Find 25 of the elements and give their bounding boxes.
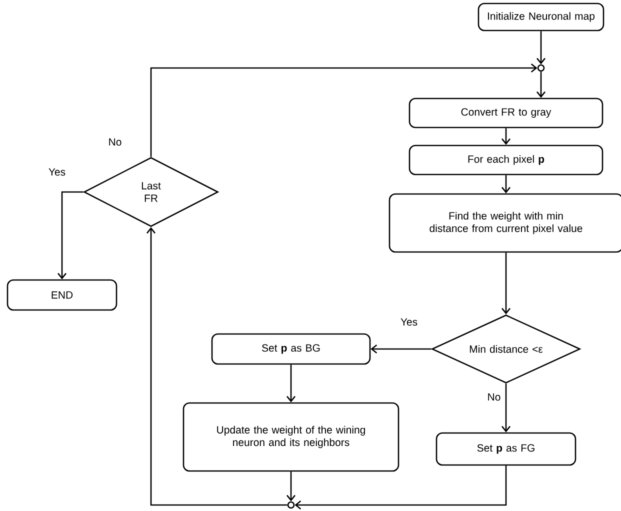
terminal-box: END	[6, 279, 118, 311]
edge-label: No	[109, 138, 122, 146]
process-box: Set p as BG	[211, 333, 371, 365]
process-box: Initialize Neuronal map	[478, 2, 604, 32]
arrow	[286, 364, 296, 402]
process-box: Update the weight of the wining neuron and its neighbors	[182, 402, 400, 472]
arrow	[536, 31, 546, 64]
edge-label: Yes	[48, 168, 66, 176]
arrow	[286, 472, 296, 502]
arrow	[58, 191, 84, 280]
edge-label: No	[488, 393, 500, 401]
edge-label: Yes	[400, 318, 418, 326]
arrow	[294, 466, 507, 510]
arrow	[502, 384, 510, 432]
arrow	[502, 175, 510, 194]
arrow	[536, 72, 546, 98]
process-box: Set p as FG	[436, 432, 576, 466]
arrow	[146, 227, 288, 506]
process-box: Convert FR to gray	[408, 98, 604, 128]
process-box: Find the weight with min distance from current pixel value	[388, 193, 621, 253]
arrow	[502, 128, 510, 145]
process-box: For each pixel p	[408, 144, 604, 176]
arrow	[150, 64, 538, 157]
arrow	[370, 344, 432, 354]
arrow	[502, 252, 510, 314]
